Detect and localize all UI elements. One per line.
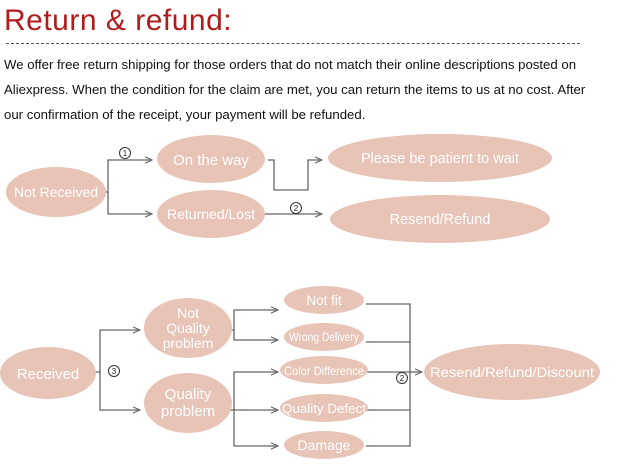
node-quality: Quality problem: [144, 373, 232, 433]
node-please-wait-shape: [328, 134, 552, 182]
node-quality-shape: [144, 373, 232, 433]
badge-2-bottom: 2: [396, 372, 408, 384]
node-please-wait: Please be patient to wait: [328, 134, 552, 182]
node-color-difference-shape: [280, 356, 368, 384]
badge-2-top: 2: [290, 202, 302, 214]
node-not-fit: Not fit: [284, 286, 364, 314]
node-please-wait-label: Please be patient to wait: [361, 151, 519, 167]
node-quality-line-2: problem: [161, 403, 215, 420]
node-received: Received: [0, 347, 96, 399]
badge-1-ring: [119, 147, 131, 159]
connector-received-notquality: [96, 330, 140, 373]
connector-bracket-lower: [366, 371, 411, 447]
intro-line-1: We offer free return shipping for those …: [4, 57, 577, 72]
node-received-shape: [0, 347, 96, 399]
node-on-the-way-label: On the way: [173, 152, 249, 169]
node-returned-lost-label: Returned/Lost: [167, 206, 255, 222]
node-wrong-delivery-label: Wrong Delivery: [289, 332, 359, 344]
badge-2-top-ring: [290, 202, 302, 214]
badge-3-ring: [108, 365, 120, 377]
intro-paragraph: We offer free return shipping for those …: [4, 52, 604, 127]
node-resend-refund-label: Resend/Refund: [390, 212, 491, 228]
node-not-fit-shape: [284, 286, 364, 314]
node-outcome-shape: [424, 344, 600, 400]
badge-2-bottom-label: 2: [400, 374, 405, 383]
intro-line-3: our confirmation of the receipt, your pa…: [4, 107, 366, 122]
connector-quality-colordiff: [228, 372, 278, 411]
node-on-the-way: On the way: [157, 135, 265, 183]
connector-notreceived-returned: [107, 192, 152, 214]
node-not-fit-label: Not fit: [306, 293, 342, 308]
node-outcome-label: Resend/Refund/Discount: [430, 364, 594, 380]
node-not-received: Not Received: [6, 167, 106, 217]
node-damage-shape: [284, 431, 364, 459]
intro-line-2: Aliexpress. When the condition for the c…: [4, 82, 586, 97]
node-color-difference: Color Difference: [280, 356, 368, 384]
badge-2-bottom-ring: [396, 372, 408, 384]
page-title: Return & refund:: [4, 4, 233, 37]
node-not-received-label: Not Received: [14, 184, 98, 200]
node-not-quality: Not Quality problem: [144, 298, 232, 358]
node-quality-defect: Quality Defect: [280, 394, 368, 422]
node-not-quality-line-2: Quality: [166, 320, 210, 336]
node-not-quality-shape: [144, 298, 232, 358]
node-damage-label: Damage: [298, 437, 351, 453]
node-quality-defect-label: Quality Defect: [282, 402, 367, 416]
badge-2-top-label: 2: [294, 204, 299, 213]
node-not-quality-line-3: problem: [163, 335, 214, 351]
title-divider: [6, 43, 580, 44]
node-on-the-way-shape: [157, 135, 265, 183]
node-wrong-delivery: Wrong Delivery: [284, 323, 364, 351]
badge-1: 1: [119, 147, 131, 159]
badge-3: 3: [108, 365, 120, 377]
connector-quality-damage: [233, 410, 278, 446]
node-color-difference-label: Color Difference: [284, 364, 364, 378]
node-not-received-shape: [6, 167, 106, 217]
connector-notreceived-ontheway: [100, 160, 152, 193]
node-not-quality-line-1: Not: [177, 305, 199, 321]
node-quality-defect-shape: [280, 394, 368, 422]
node-received-label: Received: [17, 366, 80, 383]
node-resend-refund-shape: [330, 195, 550, 243]
node-resend-refund: Resend/Refund: [330, 195, 550, 243]
node-returned-lost: Returned/Lost: [157, 190, 265, 238]
node-outcome: Resend/Refund/Discount: [424, 344, 600, 400]
badge-3-label: 3: [112, 367, 117, 376]
connector-bracket-upper: [366, 303, 411, 343]
node-damage: Damage: [284, 431, 364, 459]
badge-1-label: 1: [123, 149, 128, 158]
connector-notquality-notfit: [228, 310, 278, 331]
node-quality-line-1: Quality: [165, 386, 212, 403]
node-returned-lost-shape: [157, 190, 265, 238]
connector-received-quality: [99, 372, 140, 410]
connector-notquality-wrongdelivery: [233, 330, 278, 340]
connector-ontheway-wait: [268, 160, 322, 191]
node-wrong-delivery-shape: [284, 323, 364, 351]
